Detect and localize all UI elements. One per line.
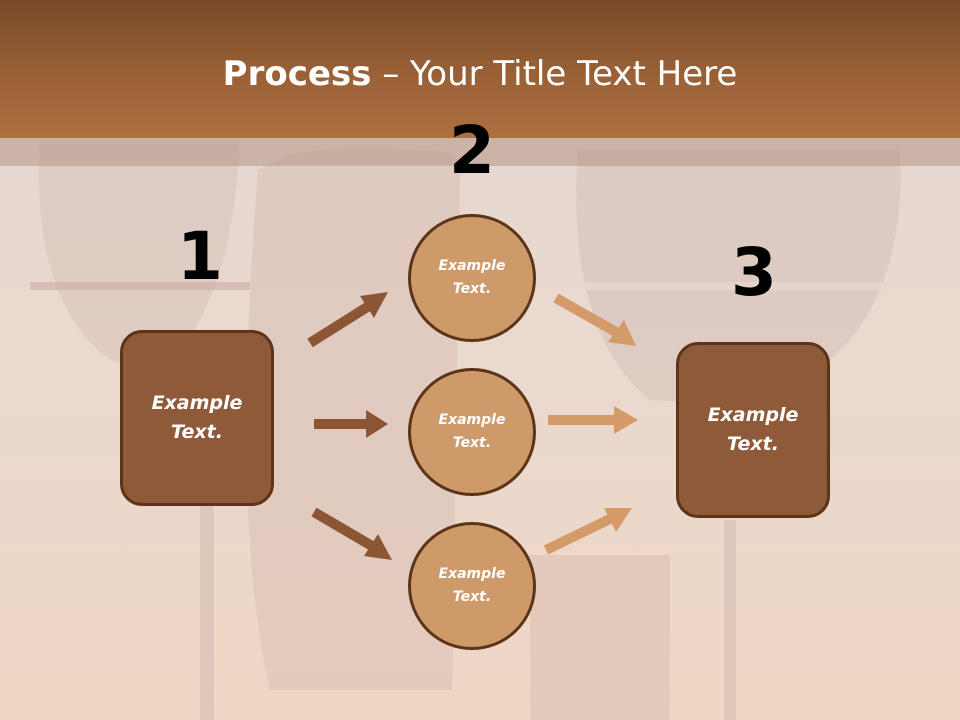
arrow-1-to-2-top xyxy=(307,292,388,348)
step-2-circle-middle: Example Text. xyxy=(408,368,536,496)
title-bold: Process xyxy=(222,54,372,94)
arrow-1-to-2-bottom xyxy=(311,507,392,560)
step-3-text: Example Text. xyxy=(707,404,799,455)
circle-top-text: Example Text. xyxy=(438,258,506,297)
arrow-2-to-3-bottom xyxy=(543,508,632,555)
step-3-box: Example Text. xyxy=(676,342,830,518)
title-bar-band xyxy=(0,138,960,166)
step-number-1: 1 xyxy=(177,218,223,295)
slide-title: Process – Your Title Text Here xyxy=(0,52,960,96)
title-bar xyxy=(0,0,960,138)
step-1-box: Example Text. xyxy=(120,330,274,506)
step-1-text: Example Text. xyxy=(151,392,243,443)
arrow-1-to-2-middle xyxy=(314,410,388,438)
title-dash: – xyxy=(371,54,411,94)
arrow-2-to-3-top xyxy=(553,293,636,346)
step-2-circle-bottom: Example Text. xyxy=(408,522,536,650)
step-number-3: 3 xyxy=(731,234,777,311)
circle-middle-text: Example Text. xyxy=(438,412,506,451)
title-rest: Your Title Text Here xyxy=(410,54,738,94)
circle-bottom-text: Example Text. xyxy=(438,566,506,605)
step-number-2: 2 xyxy=(449,112,495,189)
step-2-circle-top: Example Text. xyxy=(408,214,536,342)
arrow-2-to-3-middle xyxy=(548,406,638,434)
